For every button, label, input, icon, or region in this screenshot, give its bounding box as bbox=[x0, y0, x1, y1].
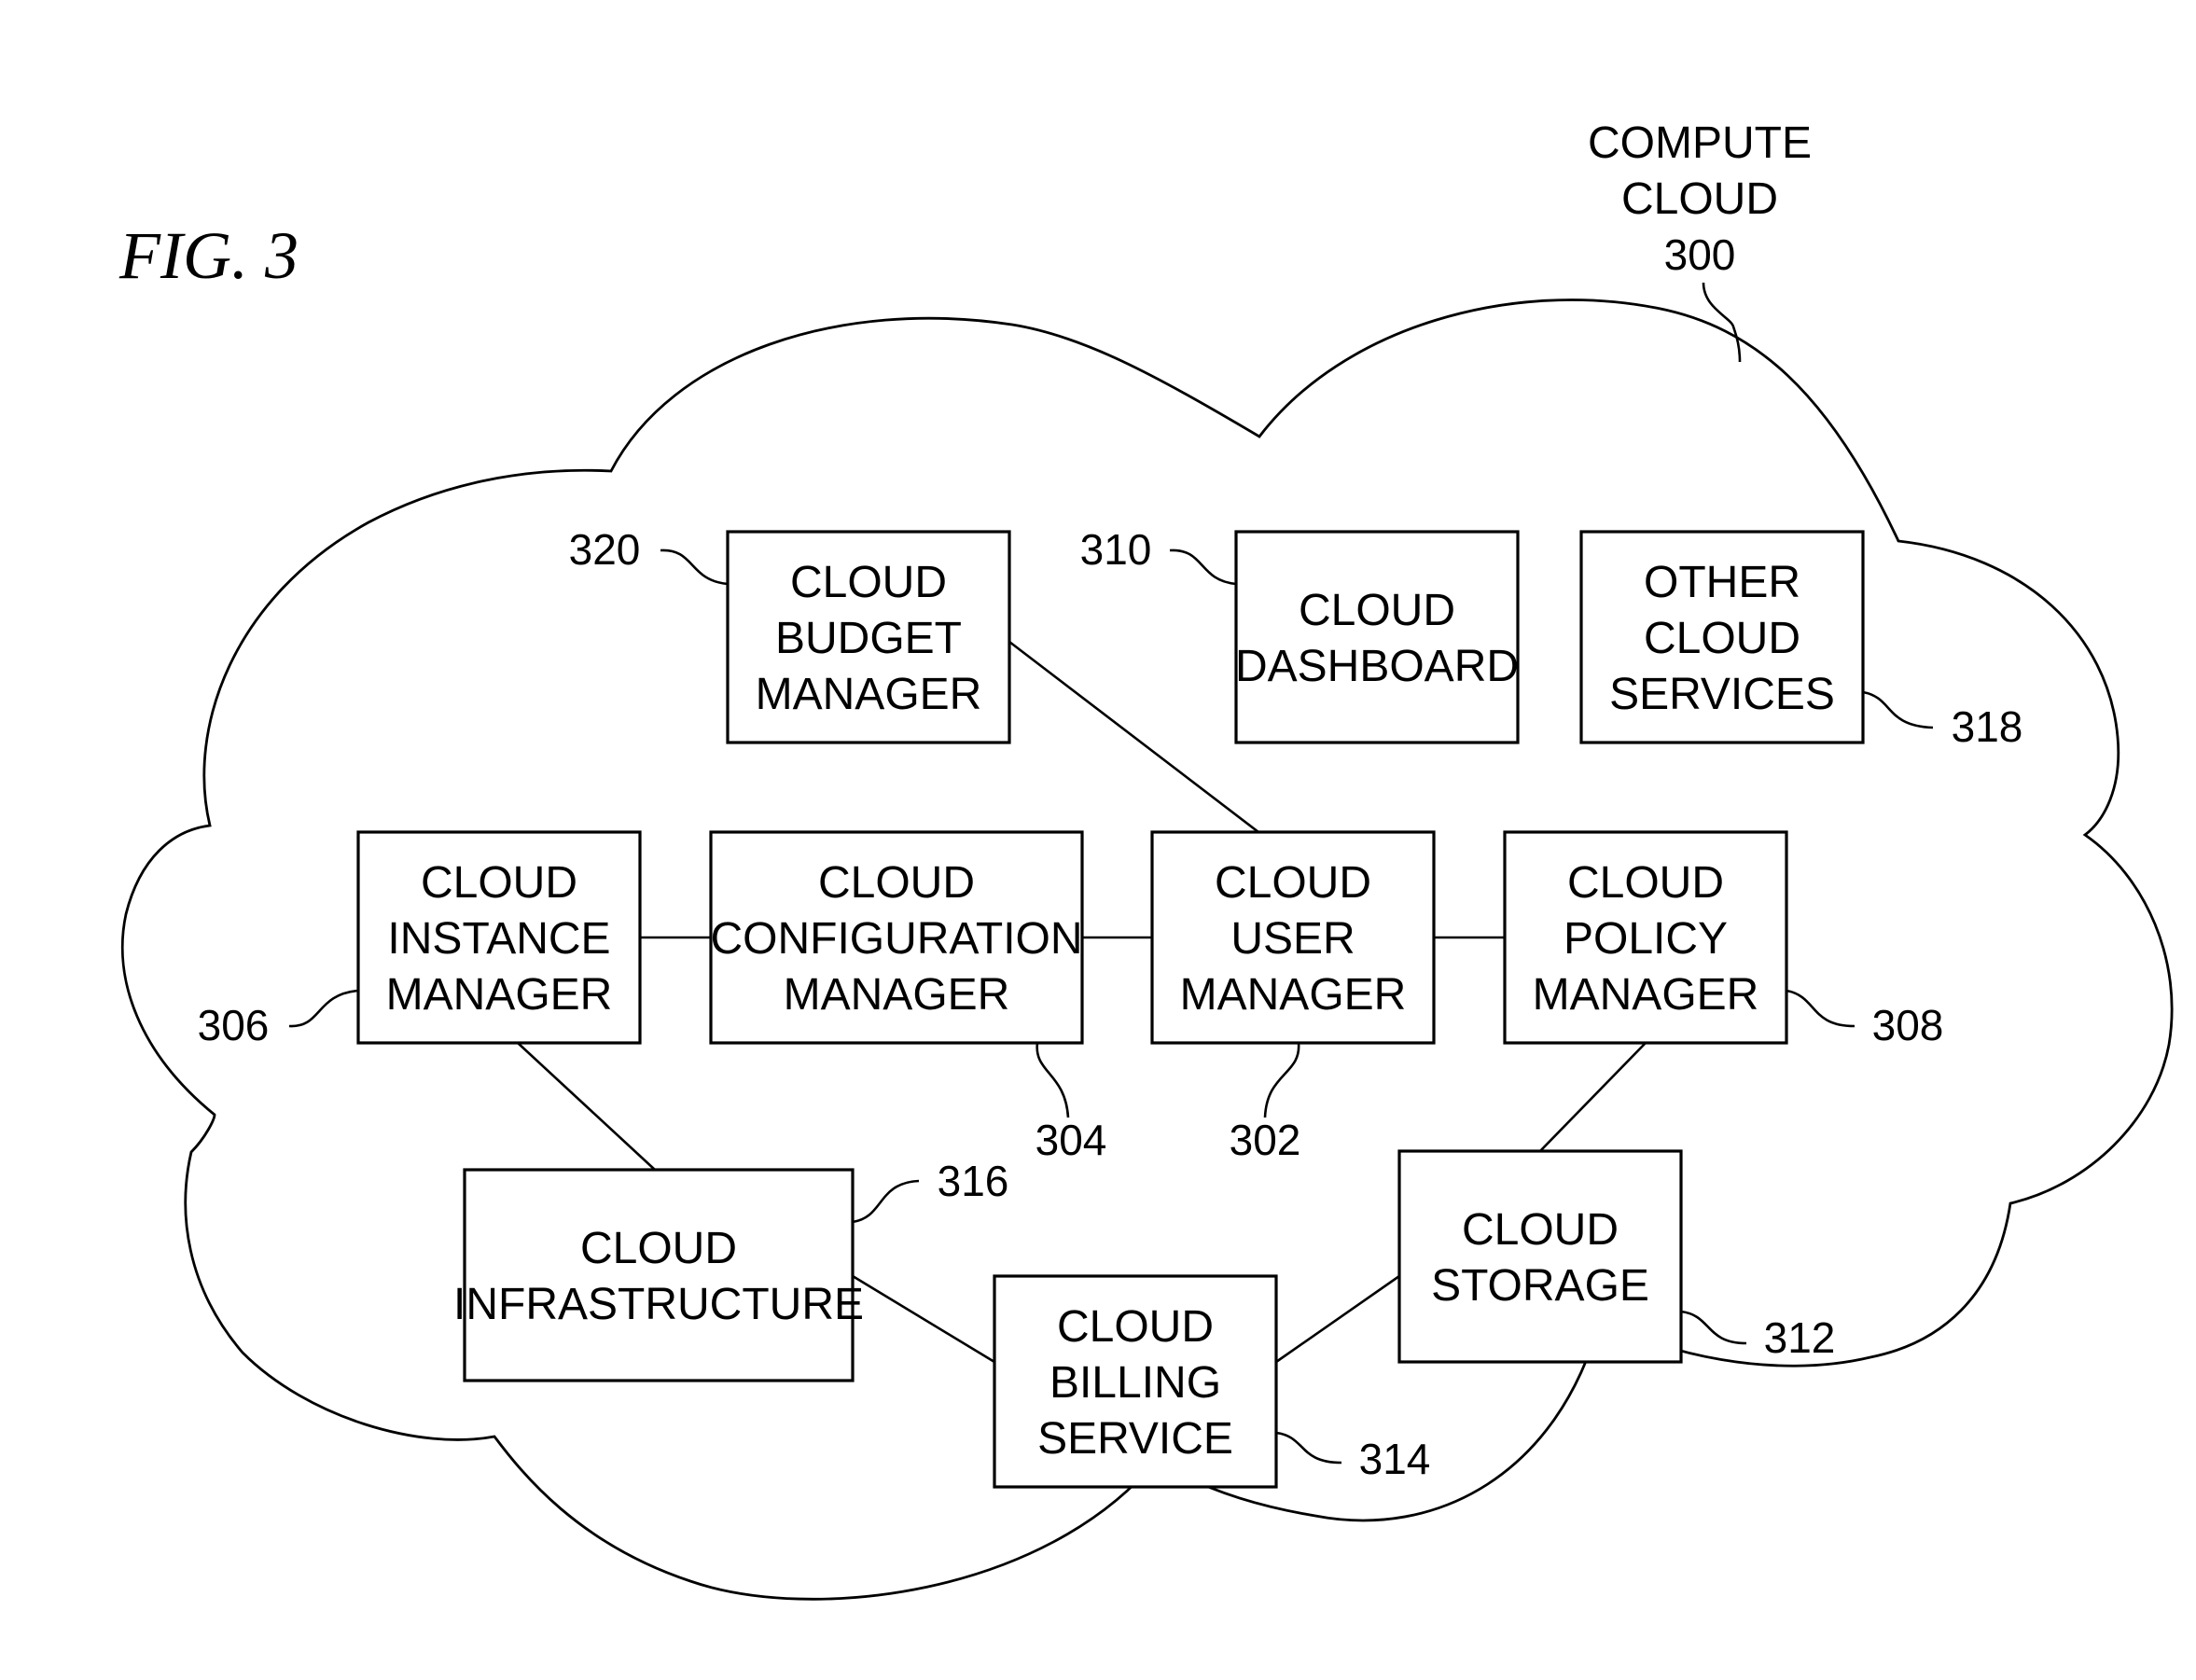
component-budget: CLOUD BUDGET MANAGER bbox=[728, 532, 1009, 743]
component-label-other-line-1: OTHER bbox=[1644, 558, 1800, 607]
component-label-dashboard-line-2: DASHBOARD bbox=[1235, 642, 1519, 691]
component-label-budget-line-1: CLOUD bbox=[790, 558, 947, 607]
component-label-storage-line-1: CLOUD bbox=[1462, 1205, 1619, 1255]
component-label-instance-line-3: MANAGER bbox=[386, 970, 613, 1020]
component-label-storage-line-2: STORAGE bbox=[1431, 1261, 1649, 1311]
component-label-billing-line-3: SERVICE bbox=[1037, 1414, 1233, 1464]
component-label-dashboard-line-1: CLOUD bbox=[1299, 586, 1455, 635]
cloud-name-line-2: CLOUD bbox=[1621, 174, 1778, 224]
component-dashboard: CLOUD DASHBOARD bbox=[1235, 532, 1519, 743]
component-label-policy-line-3: MANAGER bbox=[1533, 970, 1759, 1020]
component-label-budget-line-2: BUDGET bbox=[775, 614, 962, 663]
component-label-user-line-3: MANAGER bbox=[1180, 970, 1407, 1020]
figure-label: FIG. 3 bbox=[118, 218, 299, 293]
component-instance: CLOUD INSTANCE MANAGER bbox=[358, 832, 640, 1043]
component-label-user-line-2: USER bbox=[1230, 914, 1355, 964]
component-user: CLOUD USER MANAGER bbox=[1152, 832, 1434, 1043]
ref-numeral-dashboard: 310 bbox=[1080, 525, 1152, 574]
component-label-instance-line-1: CLOUD bbox=[421, 858, 577, 908]
component-infrastructure: CLOUD INFRASTRUCTURE bbox=[453, 1170, 864, 1381]
ref-numeral-user: 302 bbox=[1230, 1116, 1301, 1164]
component-other: OTHER CLOUD SERVICES bbox=[1581, 532, 1863, 743]
component-storage: CLOUD STORAGE bbox=[1399, 1151, 1681, 1362]
ref-numeral-other: 318 bbox=[1952, 702, 2023, 751]
component-label-infrastructure-line-2: INFRASTRUCTURE bbox=[453, 1280, 864, 1329]
component-label-budget-line-3: MANAGER bbox=[756, 670, 982, 719]
component-billing: CLOUD BILLING SERVICE bbox=[994, 1276, 1276, 1487]
component-box-infrastructure bbox=[465, 1170, 853, 1381]
component-label-configuration-line-1: CLOUD bbox=[818, 858, 975, 908]
component-label-configuration-line-2: CONFIGURATION bbox=[710, 914, 1082, 964]
ref-numeral-budget: 320 bbox=[569, 525, 641, 574]
cloud-ref-numeral: 300 bbox=[1664, 230, 1736, 279]
component-label-other-line-3: SERVICES bbox=[1609, 670, 1835, 719]
component-label-billing-line-1: CLOUD bbox=[1057, 1302, 1214, 1352]
component-label-infrastructure-line-1: CLOUD bbox=[580, 1224, 737, 1273]
ref-numeral-storage: 312 bbox=[1764, 1313, 1836, 1362]
component-policy: CLOUD POLICY MANAGER bbox=[1505, 832, 1786, 1043]
component-box-storage bbox=[1399, 1151, 1681, 1362]
ref-numeral-billing: 314 bbox=[1359, 1435, 1431, 1483]
ref-numeral-policy: 308 bbox=[1872, 1001, 1944, 1049]
component-label-policy-line-1: CLOUD bbox=[1567, 858, 1724, 908]
component-label-user-line-1: CLOUD bbox=[1215, 858, 1371, 908]
ref-numeral-configuration: 304 bbox=[1035, 1116, 1107, 1164]
component-label-policy-line-2: POLICY bbox=[1564, 914, 1728, 964]
component-label-instance-line-2: INSTANCE bbox=[387, 914, 610, 964]
component-configuration: CLOUD CONFIGURATION MANAGER bbox=[710, 832, 1082, 1043]
component-box-dashboard bbox=[1236, 532, 1518, 743]
component-label-configuration-line-3: MANAGER bbox=[784, 970, 1010, 1020]
component-label-other-line-2: CLOUD bbox=[1644, 614, 1800, 663]
ref-numeral-infrastructure: 316 bbox=[938, 1157, 1009, 1205]
ref-numeral-instance: 306 bbox=[198, 1001, 270, 1049]
cloud-name-line-1: COMPUTE bbox=[1588, 118, 1812, 168]
component-label-billing-line-2: BILLING bbox=[1049, 1358, 1221, 1408]
